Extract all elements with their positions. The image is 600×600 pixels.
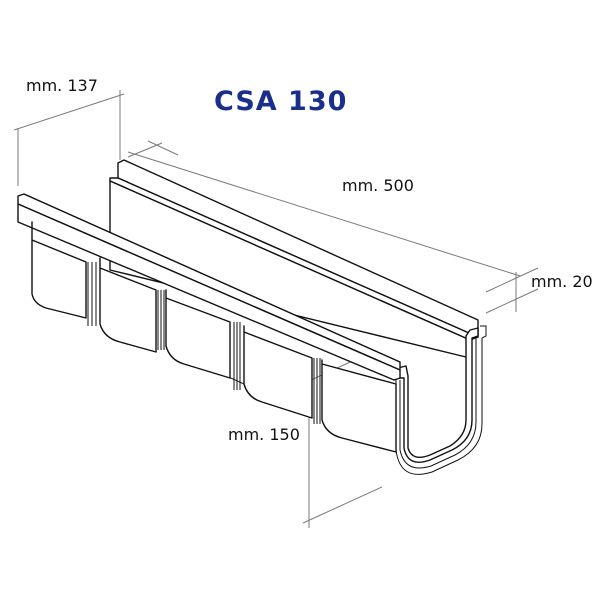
dimension-rim-label: mm. 20 [531, 272, 593, 291]
front-panels [31, 221, 397, 453]
dimension-width-label: mm. 137 [26, 76, 98, 95]
back-wall [109, 159, 479, 359]
front-wall [17, 193, 401, 381]
product-title: CSA 130 [214, 86, 348, 117]
dimension-length-label: mm. 500 [342, 176, 414, 195]
dimension-height-label: mm. 150 [228, 425, 300, 444]
